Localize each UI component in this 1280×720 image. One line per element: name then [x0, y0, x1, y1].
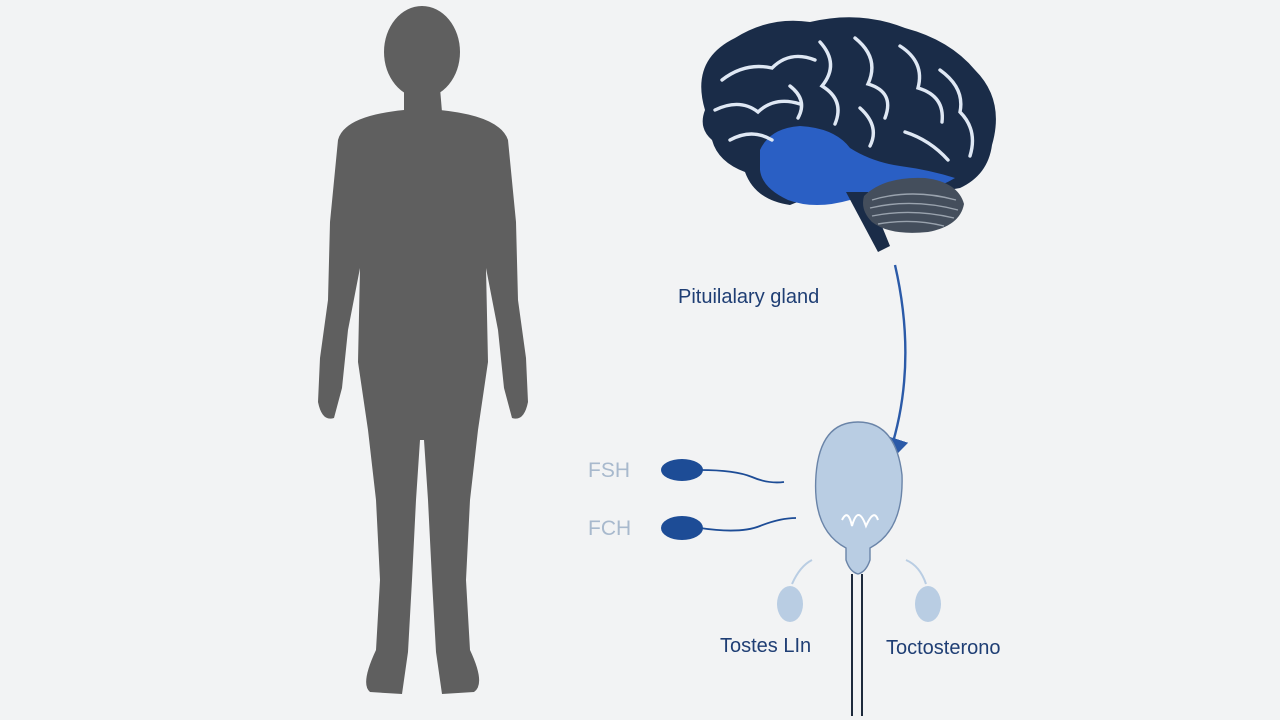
fch-label: FCH	[588, 517, 632, 540]
testes-label: Tostes LIn	[720, 635, 812, 657]
testosterone-label: Toctosterono	[886, 637, 1001, 659]
fsh-label: FSH	[588, 459, 630, 482]
cerebellum-icon	[863, 177, 964, 233]
arrow-icon	[880, 264, 909, 466]
brain-icon	[701, 17, 996, 252]
gland-icon	[777, 421, 941, 716]
human-silhouette-icon	[318, 6, 528, 694]
sperm-icon	[661, 459, 785, 484]
sperm-icon	[661, 516, 797, 540]
pituitary-gland-label: Pituilalary gland	[678, 286, 820, 308]
